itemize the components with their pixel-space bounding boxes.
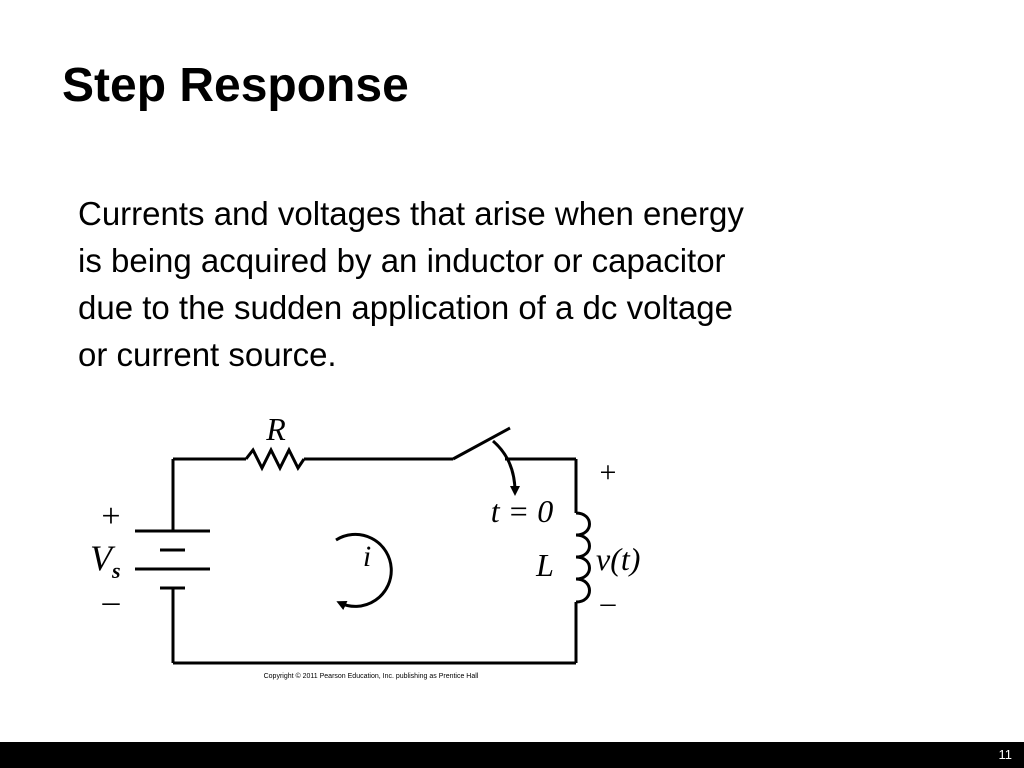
- switch-arrow: [492, 439, 520, 496]
- copyright-notice: Copyright © 2011 Pearson Education, Inc.…: [264, 672, 479, 680]
- body-line: due to the sudden application of a dc vo…: [78, 289, 733, 326]
- body-line: is being acquired by an inductor or capa…: [78, 242, 726, 279]
- footer-bar: 11: [0, 742, 1024, 768]
- source-plus: +: [101, 498, 120, 535]
- slide-title: Step Response: [62, 59, 409, 112]
- page-number: 11: [998, 747, 1013, 762]
- resistor-symbol: [244, 446, 306, 472]
- source-label: Vs: [90, 538, 121, 583]
- inductor-symbol: [575, 511, 591, 604]
- inductor-label: L: [535, 547, 554, 583]
- body-line: or current source.: [78, 336, 337, 373]
- body-line: Currents and voltages that arise when en…: [78, 195, 744, 232]
- voltage-label: v(t): [596, 541, 640, 577]
- switch-time-label: t = 0: [491, 493, 553, 529]
- source-minus: –: [102, 583, 121, 620]
- source-subscript: s: [111, 558, 121, 583]
- body-paragraph: Currents and voltages that arise when en…: [78, 190, 908, 378]
- source-symbol: V: [90, 538, 116, 578]
- current-loop-arrow: [335, 532, 393, 611]
- voltage-plus: +: [600, 456, 617, 489]
- voltage-minus: –: [600, 586, 617, 619]
- switch-blade: [452, 426, 511, 461]
- resistor-label: R: [265, 411, 286, 447]
- current-label: i: [363, 540, 371, 573]
